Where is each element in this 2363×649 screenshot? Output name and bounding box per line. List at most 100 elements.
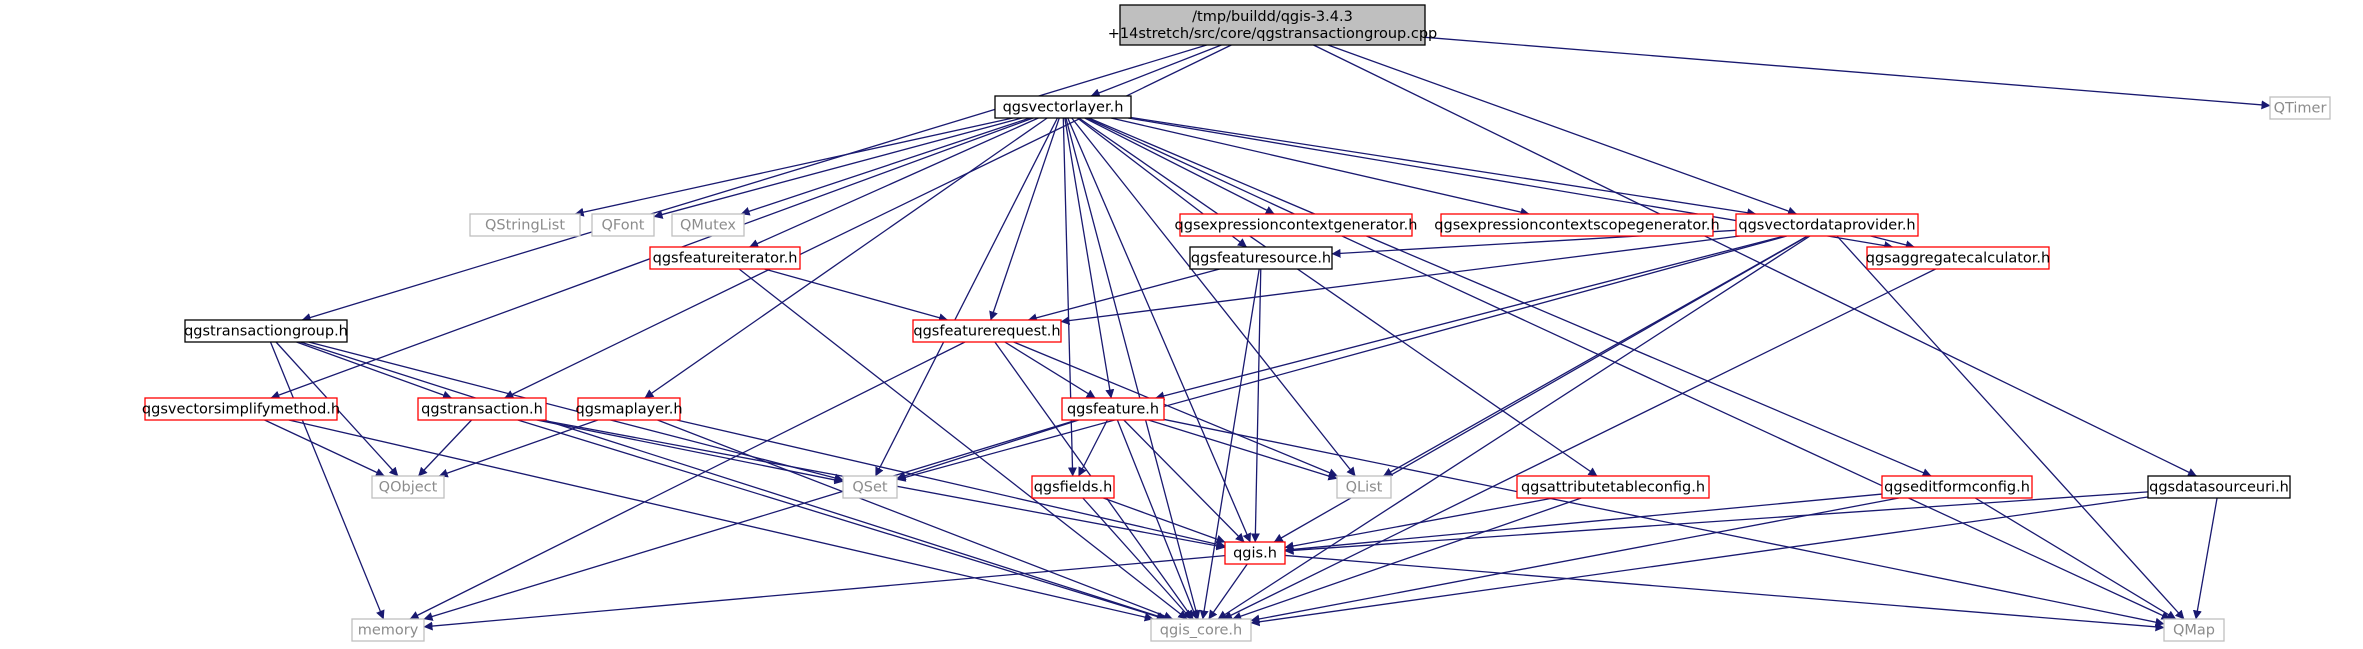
node-root: /tmp/buildd/qgis-3.4.3+14stretch/src/cor… (1108, 4, 1437, 46)
node-qgstransaction[interactable]: qgstransaction.h (417, 397, 547, 421)
edge-root-to-qgstransactiongroup (301, 44, 1207, 322)
edge-layer (264, 36, 2271, 632)
node-label: /tmp/buildd/qgis-3.4.3 (1192, 9, 1353, 25)
node-label: qgstransaction.h (421, 402, 543, 418)
edge-qgstransactiongroup-to-memory (269, 341, 385, 620)
node-qstringlist[interactable]: QStringList (469, 213, 581, 237)
edge-qgsvectorlayer-to-qgsfeature (1064, 117, 1115, 399)
node-box (1031, 475, 1115, 499)
node-qgsfeaturerequest[interactable]: qgsfeaturerequest.h (912, 319, 1062, 343)
edge-qgsvectorlayer-to-qgsattributetableconfig (1078, 117, 1598, 477)
edge-qgsvectorsimplifymethod-to-qgis_core (288, 419, 1154, 622)
edge-qgsdatasourceuri-to-qmap (2192, 497, 2218, 620)
node-qgsfeatureiterator[interactable]: qgsfeatureiterator.h (649, 246, 801, 270)
edge-root-to-qgsdatasourceuri (1313, 44, 2197, 477)
edge-qgsvectordataprovider-to-qset (896, 235, 1787, 482)
node-box (649, 246, 801, 270)
edge-qgsvectorlayer-to-qgseditformconfig (1088, 117, 1932, 477)
node-label: qgsvectorsimplifymethod.h (142, 402, 340, 418)
node-label: qgsaggregatecalculator.h (1866, 251, 2050, 267)
edge-qgsvectordataprovider-to-qgsaggregatecalculator (1870, 235, 1915, 250)
node-box (1061, 397, 1165, 421)
edge-qgsattributetableconfig-to-qgis_core (1232, 497, 1582, 621)
node-box (469, 213, 581, 237)
node-qgsfields[interactable]: qgsfields.h (1031, 475, 1115, 499)
edge-qgsfields-to-qgis (1103, 497, 1226, 544)
edge-qgsvectordataprovider-to-qgsfeaturerequest (1060, 235, 1740, 326)
node-box (1735, 213, 1919, 237)
node-qmap[interactable]: QMap (2163, 618, 2225, 642)
node-qgsvectordataprovider[interactable]: qgsvectordataprovider.h (1735, 213, 1919, 237)
node-qgsaggregatecalculator[interactable]: qgsaggregatecalculator.h (1866, 246, 2050, 270)
edge-qgsvectorlayer-to-qgsmaplayer (644, 117, 1048, 399)
edge-qgsfeature-to-qset (896, 419, 1079, 481)
node-box (371, 475, 445, 499)
node-box (1119, 4, 1426, 46)
node-label: qgsattributetableconfig.h (1521, 480, 1705, 496)
node-qgsfeature[interactable]: qgsfeature.h (1061, 397, 1165, 421)
edge-qgseditformconfig-to-qmap (1974, 497, 2177, 620)
edge-qgsvectordataprovider-to-qgsfeature (1155, 235, 1785, 401)
edge-root-to-qtimer (1424, 36, 2271, 110)
node-qgsfeaturesource[interactable]: qgsfeaturesource.h (1189, 246, 1333, 270)
edge-root-to-qgsvectorlayer (1090, 44, 1222, 98)
node-qgsexpressioncontextscopegenerator[interactable]: qgsexpressioncontextscopegenerator.h (1434, 213, 1720, 237)
node-qset[interactable]: QSet (842, 475, 898, 499)
node-label: qgseditformconfig.h (1884, 480, 2030, 496)
node-qmutex[interactable]: QMutex (671, 213, 745, 237)
node-box (912, 319, 1062, 343)
node-qgseditformconfig[interactable]: qgseditformconfig.h (1881, 475, 2033, 499)
node-label: QObject (379, 480, 438, 496)
node-box (184, 319, 348, 343)
node-qgis_core[interactable]: qgis_core.h (1150, 618, 1252, 642)
node-qgsvectorlayer[interactable]: qgsvectorlayer.h (994, 95, 1132, 119)
node-qtimer[interactable]: QTimer (2269, 96, 2331, 120)
node-label: QMutex (680, 218, 736, 234)
node-box (1440, 213, 1714, 237)
node-box (1336, 475, 1392, 499)
edge-qgsvectorlayer-to-qlist (1071, 117, 1356, 477)
node-label: memory (358, 623, 419, 639)
edge-qgsvectorlayer-to-qgsexpressioncontextscopegenerator (1110, 117, 1530, 217)
node-qgsdatasourceuri[interactable]: qgsdatasourceuri.h (2147, 475, 2291, 499)
edge-qgsfeaturerequest-to-qgsfeature (1004, 341, 1096, 399)
edge-qgsdatasourceuri-to-qgis_core (1250, 496, 2149, 627)
edge-qgstransactiongroup-to-qgstransaction (296, 341, 452, 400)
node-label: qgsmaplayer.h (575, 402, 682, 418)
node-memory[interactable]: memory (351, 618, 425, 642)
node-qgsattributetableconfig[interactable]: qgsattributetableconfig.h (1516, 475, 1710, 499)
node-layer: /tmp/buildd/qgis-3.4.3+14stretch/src/cor… (142, 4, 2331, 642)
node-label: qgsexpressioncontextscopegenerator.h (1434, 218, 1719, 234)
node-qfont[interactable]: QFont (591, 213, 655, 237)
edge-qgsfeaturerequest-to-memory (409, 341, 966, 620)
edge-qgsdatasourceuri-to-qgis (1284, 491, 2149, 555)
node-box (671, 213, 745, 237)
edge-qgsattributetableconfig-to-qgis (1284, 497, 1554, 551)
edge-qgsfields-to-qgis_core (1082, 497, 1192, 620)
edge-qgstransactiongroup-to-qgis_core (300, 341, 1168, 621)
node-qobject[interactable]: QObject (371, 475, 445, 499)
node-label: qgsfeatureiterator.h (653, 251, 798, 267)
node-box (1150, 618, 1252, 642)
node-qgsexpressioncontextgenerator[interactable]: qgsexpressioncontextgenerator.h (1175, 213, 1418, 237)
node-box (1881, 475, 2033, 499)
node-label: qgsvectorlayer.h (1003, 100, 1124, 116)
node-qgstransactiongroup[interactable]: qgstransactiongroup.h (184, 319, 348, 343)
edge-qgsvectorlayer-to-qset (875, 117, 1058, 477)
node-qgsvectorsimplifymethod[interactable]: qgsvectorsimplifymethod.h (142, 397, 340, 421)
node-label: +14stretch/src/core/qgstransactiongroup.… (1108, 26, 1437, 42)
edge-qgsvectorlayer-to-qstringlist (574, 117, 1013, 217)
edge-qgsfeature-to-qlist (1148, 419, 1338, 481)
node-label: qgsvectordataprovider.h (1738, 218, 1915, 234)
node-label: qgis.h (1233, 546, 1277, 562)
node-qgsmaplayer[interactable]: qgsmaplayer.h (575, 397, 683, 421)
edge-qgsfeaturerequest-to-qlist (1013, 341, 1338, 477)
node-label: qgsfeaturesource.h (1191, 251, 1331, 267)
node-qgis[interactable]: qgis.h (1224, 541, 1286, 565)
node-box (417, 397, 547, 421)
node-box (2163, 618, 2225, 642)
node-qlist[interactable]: QList (1336, 475, 1392, 499)
node-box (994, 95, 1132, 119)
edge-qgsfeature-to-memory (423, 419, 1078, 621)
